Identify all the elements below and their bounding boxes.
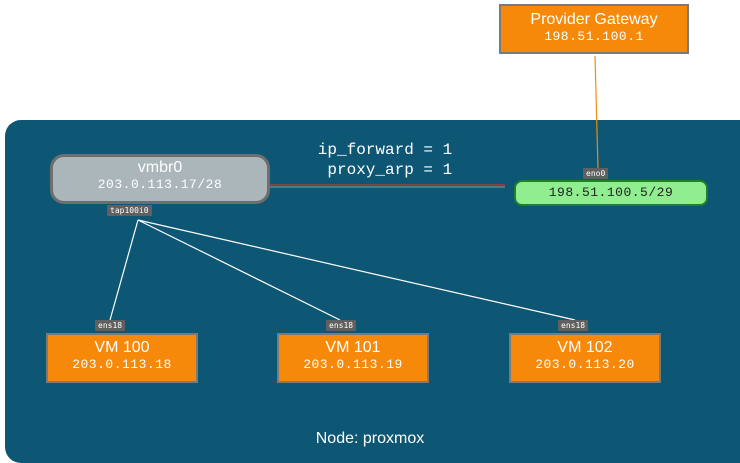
provider-gateway-box: Provider Gateway 198.51.100.1	[499, 4, 689, 54]
vm101-port-tag: ens18	[326, 320, 357, 331]
vm-100-box: VM 100 203.0.113.18	[46, 333, 198, 383]
vm102-title: VM 102	[557, 339, 613, 356]
sysctl-ip-forward: ip_forward = 1	[317, 141, 453, 159]
vm-102-box: VM 102 203.0.113.20	[509, 333, 661, 383]
bridge-port-tag: tap100i0	[107, 205, 152, 216]
node-label: Node: proxmox	[315, 430, 425, 447]
vm101-title: VM 101	[325, 339, 381, 356]
vm102-port-tag: ens18	[558, 320, 589, 331]
vm-101-box: VM 101 203.0.113.19	[277, 333, 429, 383]
vm102-ip: 203.0.113.20	[535, 357, 635, 372]
link-vm102	[137, 219, 576, 321]
vm101-ip: 203.0.113.19	[303, 357, 403, 372]
uplink-ip: 198.51.100.5/29	[548, 185, 674, 200]
link-vm100	[109, 219, 139, 321]
link-vm101	[137, 219, 341, 321]
gateway-uplink-link	[594, 55, 599, 169]
sysctl-settings: ip_forward = 1 proxy_arp = 1	[280, 140, 490, 180]
bridge-ip: 203.0.113.17/28	[97, 177, 223, 192]
gateway-ip: 198.51.100.1	[544, 29, 644, 44]
vm100-port-tag: ens18	[95, 320, 126, 331]
vm100-title: VM 100	[94, 339, 150, 356]
vm100-ip: 203.0.113.18	[72, 357, 172, 372]
vmbr0-bridge-box: vmbr0 203.0.113.17/28	[50, 154, 270, 204]
eno0-uplink-box: 198.51.100.5/29	[514, 180, 708, 206]
bridge-title: vmbr0	[137, 159, 183, 176]
gateway-title: Provider Gateway	[530, 11, 658, 28]
sysctl-proxy-arp: proxy_arp = 1	[317, 161, 453, 179]
uplink-port-tag: eno0	[583, 168, 609, 179]
